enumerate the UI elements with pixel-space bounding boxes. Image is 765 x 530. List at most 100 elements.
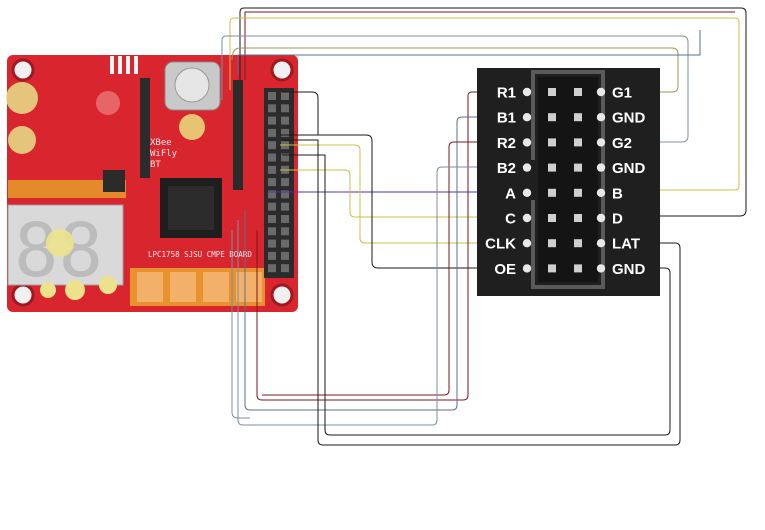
header-strip <box>233 80 243 190</box>
connector-pin <box>548 88 556 96</box>
gpio-pin <box>281 215 289 223</box>
wifly-label: WiFly <box>150 149 178 159</box>
left-pin-label: OE <box>494 261 516 278</box>
lpc1758-chip <box>160 178 222 238</box>
pin-dot <box>522 138 532 147</box>
seven-segment-display: 88 <box>7 204 124 294</box>
right-pin-label: GND <box>612 160 646 177</box>
pin-dot <box>596 138 606 147</box>
orange-header <box>8 180 126 198</box>
connector-key <box>528 160 538 200</box>
right-pin-label: B <box>612 185 623 202</box>
gpio-pin <box>268 202 276 211</box>
button-row <box>130 268 265 306</box>
led-indicator <box>99 276 117 294</box>
gpio-pin <box>281 153 289 162</box>
connector-pin <box>574 188 582 197</box>
connector-well <box>538 77 598 282</box>
wire-gray <box>239 7 747 217</box>
mounting-hole <box>270 283 294 307</box>
wire-red-top <box>244 11 735 80</box>
wire-blue-b2 <box>237 166 525 426</box>
reset-button <box>103 170 125 192</box>
gpio-pin <box>268 116 276 125</box>
right-pin-label: G2 <box>612 135 632 152</box>
gpio-pin <box>281 116 289 125</box>
bt-label: BT <box>150 160 161 170</box>
pin-dot <box>522 188 532 197</box>
led-indicator <box>179 114 205 140</box>
connector-pin <box>548 239 556 248</box>
gpio-pin <box>281 227 289 236</box>
header-strip <box>140 78 150 178</box>
pin-dot <box>596 264 606 273</box>
gpio-pin <box>281 178 289 187</box>
wires <box>221 7 747 446</box>
gpio-pin <box>281 264 289 273</box>
pin-dot <box>596 163 606 172</box>
gpio-pin <box>268 239 276 248</box>
left-pin-label: B1 <box>497 110 516 127</box>
wire-blue-b1 <box>244 116 525 411</box>
pin-dot <box>596 188 606 197</box>
right-pin-label: GND <box>612 110 646 127</box>
wire-black-lat <box>282 139 681 446</box>
left-pin-label: R2 <box>497 135 516 152</box>
connector-pin <box>548 113 556 122</box>
left-pin-label: B2 <box>497 160 516 177</box>
gpio-pin <box>281 202 289 211</box>
wire-black-oe <box>280 134 525 269</box>
pin-dot <box>522 264 532 273</box>
mounting-hole <box>270 58 294 82</box>
board-label: LPC1758 SJSU CMPE BOARD <box>148 250 252 259</box>
led-indicator <box>65 280 85 300</box>
pin-dot <box>522 239 532 248</box>
gpio-pin <box>281 92 289 100</box>
gpio-pin <box>268 104 276 113</box>
right-pin-label: D <box>612 211 623 228</box>
gpio-pin <box>268 141 276 150</box>
gpio-pin <box>268 215 276 223</box>
left-pin-label: A <box>505 185 516 202</box>
gpio-pin <box>268 153 276 162</box>
gpio-pin <box>281 190 289 199</box>
connector-pin <box>574 163 582 172</box>
pin-dot <box>522 213 532 223</box>
gpio-header <box>264 88 294 278</box>
right-pin-label: LAT <box>612 236 640 253</box>
gpio-pin <box>268 178 276 187</box>
top-pin-strip <box>110 56 138 74</box>
pin-dot <box>522 163 532 172</box>
gpio-pin <box>268 190 276 199</box>
gpio-pin <box>268 165 276 174</box>
coin-cell-battery <box>164 61 221 111</box>
wire-yellow-clk <box>280 144 525 244</box>
connector-pin <box>548 264 556 273</box>
led-indicator <box>40 282 56 298</box>
led-indicator <box>8 126 36 154</box>
connector-pin <box>574 88 582 96</box>
wire-red-r1 <box>256 91 525 401</box>
gpio-pin <box>281 239 289 248</box>
pin-dot <box>596 87 606 97</box>
connector-pin <box>574 138 582 147</box>
wire-black-vert <box>282 91 319 135</box>
wire-gray-left <box>231 230 250 419</box>
wire-black-gnd <box>282 154 671 436</box>
led-indicator <box>96 91 120 115</box>
connector-pin <box>574 113 582 122</box>
wire-gray-2 <box>221 35 689 143</box>
connector-pins <box>522 87 606 273</box>
gpio-pin <box>268 264 276 273</box>
connector-pin <box>574 239 582 248</box>
connector-pin <box>548 163 556 172</box>
gpio-pin <box>268 227 276 236</box>
connector-pin <box>548 188 556 197</box>
left-pin-label: CLK <box>485 236 516 253</box>
wire-yellow-b <box>229 17 740 191</box>
gpio-pin <box>281 128 289 137</box>
gpio-pin <box>268 128 276 137</box>
